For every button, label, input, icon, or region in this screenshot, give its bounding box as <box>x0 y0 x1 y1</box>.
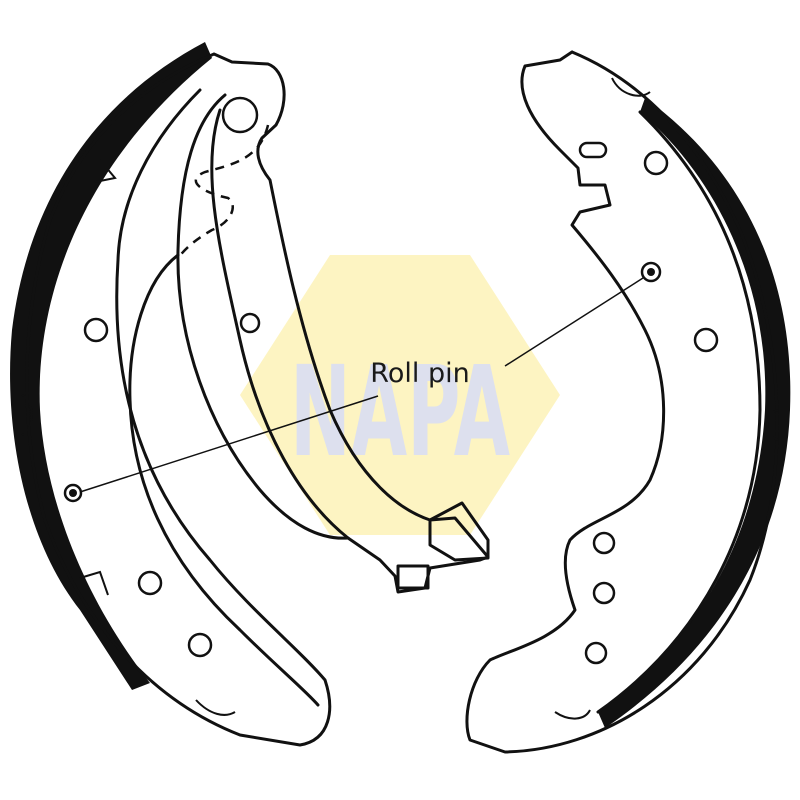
left-shoe-hole <box>137 570 163 596</box>
napa-watermark: NAPA <box>240 255 560 535</box>
left-roll-pin-core <box>69 489 77 497</box>
left-shoe-notch <box>94 159 117 183</box>
left-shoe-notch <box>79 570 109 596</box>
left-shoe-lining <box>10 42 212 690</box>
right-shoe-notch <box>611 77 651 97</box>
left-shoe-pivot-hole <box>221 96 259 134</box>
left-shoe-adjuster <box>428 501 490 562</box>
left-shoe-notch <box>195 699 236 716</box>
right-shoe-table <box>465 50 779 754</box>
left-shoe-rib <box>128 253 320 707</box>
right-shoe-hole <box>592 531 616 555</box>
left-shoe-arm <box>176 93 350 540</box>
right-shoe-rib <box>596 110 762 714</box>
callout-leader-right <box>504 277 644 367</box>
right-shoe-hole <box>584 641 608 665</box>
right-shoe-slot <box>578 141 608 159</box>
left-shoe-pin-block <box>396 564 430 590</box>
right-shoe-hole <box>592 581 616 605</box>
watermark-hexagon <box>240 255 560 535</box>
right-shoe-lining <box>598 98 791 728</box>
right-shoe-hole <box>693 327 719 353</box>
right-shoe-hole <box>643 150 669 176</box>
left-shoe-hole <box>239 312 261 334</box>
right-brake-shoe <box>465 50 791 754</box>
right-shoe-notch <box>554 709 591 720</box>
left-shoe-hole <box>187 632 213 658</box>
callout-label-roll-pin: Roll pin <box>370 358 469 389</box>
callout-leader-left <box>79 395 379 493</box>
left-shoe-notch <box>21 394 33 436</box>
left-shoe-hole <box>83 317 109 343</box>
right-roll-pin-core <box>647 268 655 276</box>
right-shoe-notch <box>766 409 779 441</box>
left-shoe-hidden-line <box>177 124 270 259</box>
left-brake-shoe <box>10 42 490 747</box>
